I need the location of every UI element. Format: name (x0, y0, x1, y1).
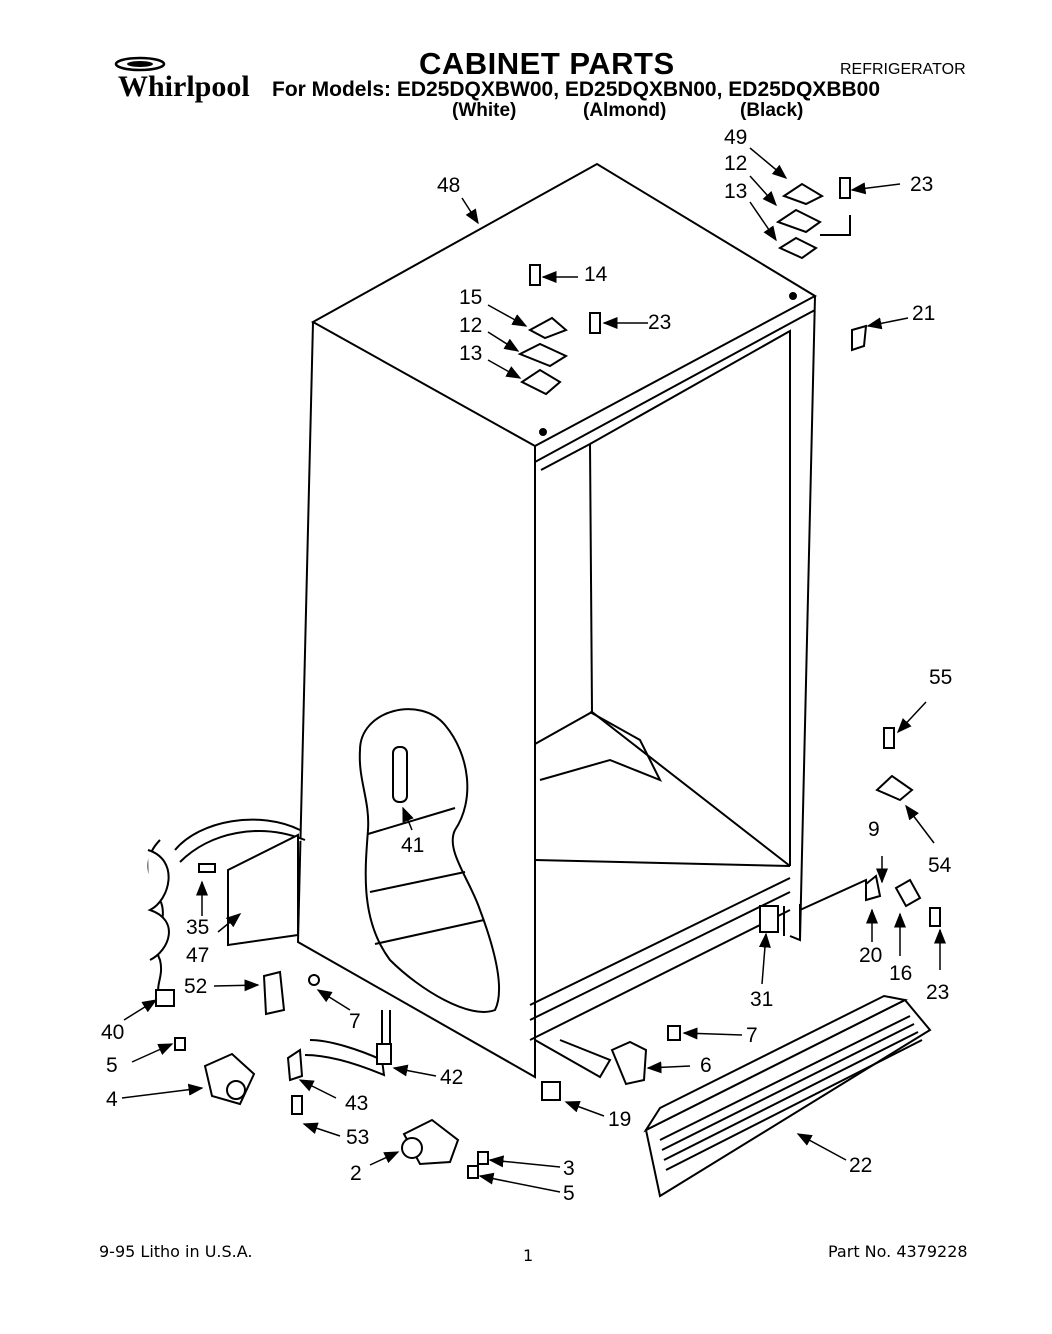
callout-43: 43 (345, 1092, 368, 1115)
callout-41: 41 (401, 834, 424, 857)
callout-47: 47 (186, 944, 209, 967)
callout-9: 9 (868, 818, 880, 841)
variant-almond: (Almond) (583, 100, 667, 121)
callout-40: 40 (101, 1021, 124, 1044)
top-hinge-right (775, 177, 868, 352)
callout-2: 2 (350, 1162, 362, 1185)
callout-48: 48 (437, 174, 460, 197)
footer-part-number: Part No. 4379228 (828, 1242, 968, 1261)
callout-23-mid: 23 (648, 311, 671, 334)
callout-19: 19 (608, 1108, 631, 1131)
callout-labels: 48 49 12 13 23 14 15 12 13 23 21 41 55 5… (101, 126, 952, 1205)
callout-7-right: 7 (746, 1024, 758, 1047)
appliance-category: REFRIGERATOR (840, 61, 966, 78)
callout-21: 21 (912, 302, 935, 325)
leader-lines (121, 147, 946, 1193)
callout-20: 20 (859, 944, 882, 967)
callout-5-right: 5 (563, 1182, 575, 1205)
callout-55: 55 (929, 666, 952, 689)
callout-12-left: 12 (459, 314, 482, 337)
callout-23-top-right: 23 (910, 173, 933, 196)
callout-5-left: 5 (106, 1054, 118, 1077)
callout-52: 52 (184, 975, 207, 998)
callout-49: 49 (724, 126, 747, 149)
lower-left-parts (147, 818, 681, 1179)
callout-3: 3 (563, 1157, 575, 1180)
callout-13-left: 13 (459, 342, 482, 365)
callout-22: 22 (849, 1154, 872, 1177)
cutaway-section (358, 708, 501, 1013)
callout-6: 6 (700, 1054, 712, 1077)
callout-42: 42 (440, 1066, 463, 1089)
lower-right-parts (759, 727, 941, 933)
models-line: For Models: ED25DQXBW00, ED25DQXBN00, ED… (272, 78, 881, 101)
callout-14: 14 (584, 263, 608, 286)
callout-13-top-right: 13 (724, 180, 747, 203)
whirlpool-logo: Whirlpool (100, 52, 265, 104)
callout-31: 31 (750, 988, 773, 1011)
callout-12-top-right: 12 (724, 152, 747, 175)
callout-15: 15 (459, 286, 482, 309)
callout-4: 4 (106, 1088, 118, 1111)
callout-16: 16 (889, 962, 912, 985)
top-hinge-left (517, 264, 601, 436)
callout-54: 54 (928, 854, 952, 877)
callout-7-left: 7 (349, 1010, 361, 1033)
variant-white: (White) (452, 100, 517, 121)
callout-23-lower-right: 23 (926, 981, 949, 1004)
base-grille (643, 994, 932, 1198)
footer-page-number: 1 (523, 1246, 534, 1265)
callout-35: 35 (186, 916, 209, 939)
cabinet-shell (296, 162, 818, 1079)
footer-date-litho: 9-95 Litho in U.S.A. (99, 1242, 253, 1261)
brand-text: Whirlpool (118, 70, 250, 103)
callout-53: 53 (346, 1126, 369, 1149)
variant-black: (Black) (740, 100, 804, 121)
page-title: CABINET PARTS (419, 46, 675, 81)
